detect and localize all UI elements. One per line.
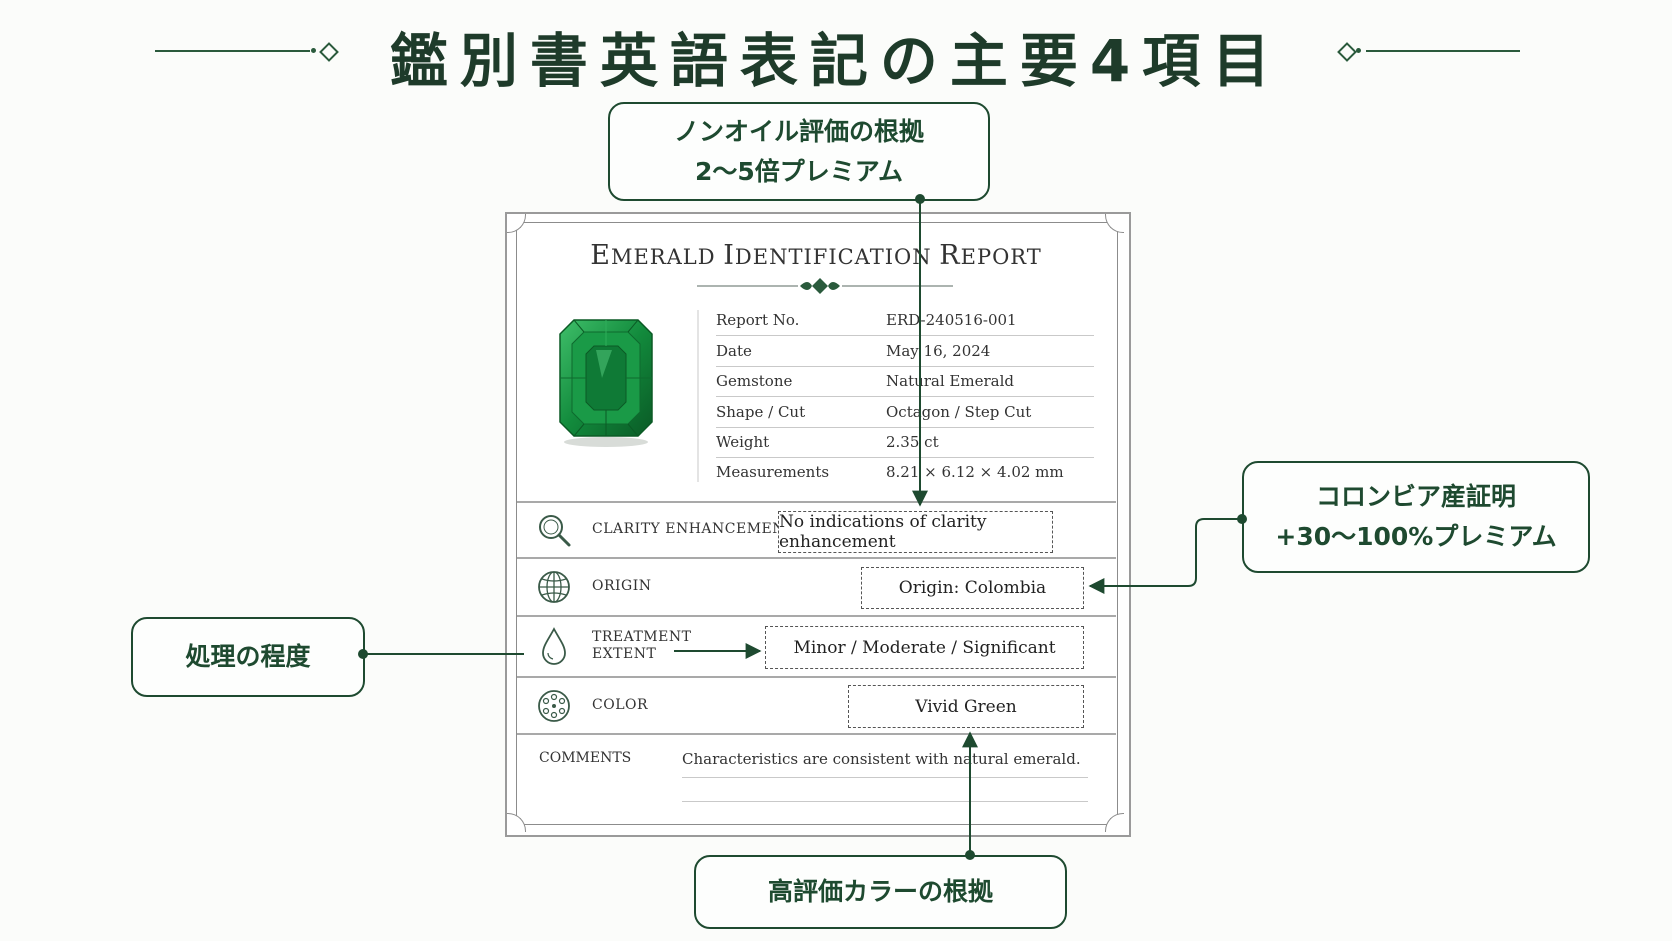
page-title: 鑑別書英語表記の主要4項目 <box>389 27 1283 95</box>
section-label-origin: ORIGIN <box>592 578 652 594</box>
emerald-gem-image <box>559 319 653 447</box>
info-label-gemstone: Gemstone <box>716 372 793 390</box>
comments-text: Characteristics are consistent with natu… <box>682 750 1081 768</box>
section-divider <box>517 501 1116 503</box>
section-label-color: COLOR <box>592 697 649 713</box>
comments-label: COMMENTS <box>539 750 632 766</box>
info-value-weight: 2.35 ct <box>886 433 939 451</box>
section-value-color: Vivid Green <box>848 685 1084 728</box>
callout-treatment-line1: 処理の程度 <box>185 642 311 671</box>
title-dot-right <box>1356 48 1361 53</box>
info-divider <box>716 457 1094 458</box>
section-divider <box>517 733 1116 735</box>
info-divider <box>716 366 1094 367</box>
info-divider <box>716 396 1094 397</box>
color-wheel-icon <box>538 690 570 722</box>
title-rule-left <box>155 50 310 52</box>
info-value-measurements: 8.21 × 6.12 × 4.02 mm <box>886 463 1064 481</box>
callout-color: 高評価カラーの根拠 <box>694 855 1067 929</box>
info-label-shape: Shape / Cut <box>716 403 806 421</box>
globe-icon <box>538 571 570 603</box>
droplet-icon <box>542 627 566 665</box>
info-divider <box>716 427 1094 428</box>
magnifier-icon <box>539 515 571 547</box>
section-value-clarity: No indications of clarity enhancement <box>778 511 1053 553</box>
section-divider <box>517 615 1116 617</box>
info-label-report-no: Report No. <box>716 311 800 329</box>
callout-nonoil: ノンオイル評価の根拠 2〜5倍プレミアム <box>608 102 990 201</box>
info-divider <box>716 335 1094 336</box>
certificate-title: EMERALD IDENTIFICATION REPORT <box>590 240 1042 271</box>
section-divider <box>517 676 1116 678</box>
callout-treatment: 処理の程度 <box>131 617 365 697</box>
info-label-weight: Weight <box>716 433 770 451</box>
callout-nonoil-line1: ノンオイル評価の根拠 <box>673 116 924 146</box>
comment-line <box>682 777 1088 778</box>
info-value-gemstone: Natural Emerald <box>886 372 1014 390</box>
info-value-report-no: ERD-240516-001 <box>886 311 1017 329</box>
callout-colombia-line1: コロンビア産証明 <box>1315 482 1516 511</box>
info-value-date: May 16, 2024 <box>886 342 991 360</box>
info-value-shape: Octagon / Step Cut <box>886 403 1032 421</box>
section-value-origin: Origin: Colombia <box>861 567 1084 609</box>
title-rule-right <box>1366 50 1520 52</box>
section-label-clarity: CLARITY ENHANCEMENT <box>592 521 795 537</box>
callout-color-line1: 高評価カラーの根拠 <box>767 877 993 906</box>
section-divider <box>517 557 1116 559</box>
section-value-treatment: Minor / Moderate / Significant <box>765 626 1084 669</box>
title-dot-left <box>311 48 316 53</box>
callout-colombia: コロンビア産証明 +30〜100%プレミアム <box>1242 461 1590 573</box>
comment-line <box>682 801 1088 802</box>
callout-nonoil-line2: 2〜5倍プレミアム <box>694 156 904 186</box>
info-label-date: Date <box>716 342 752 360</box>
info-label-measurements: Measurements <box>716 463 830 481</box>
callout-colombia-line2: +30〜100%プレミアム <box>1275 522 1557 551</box>
